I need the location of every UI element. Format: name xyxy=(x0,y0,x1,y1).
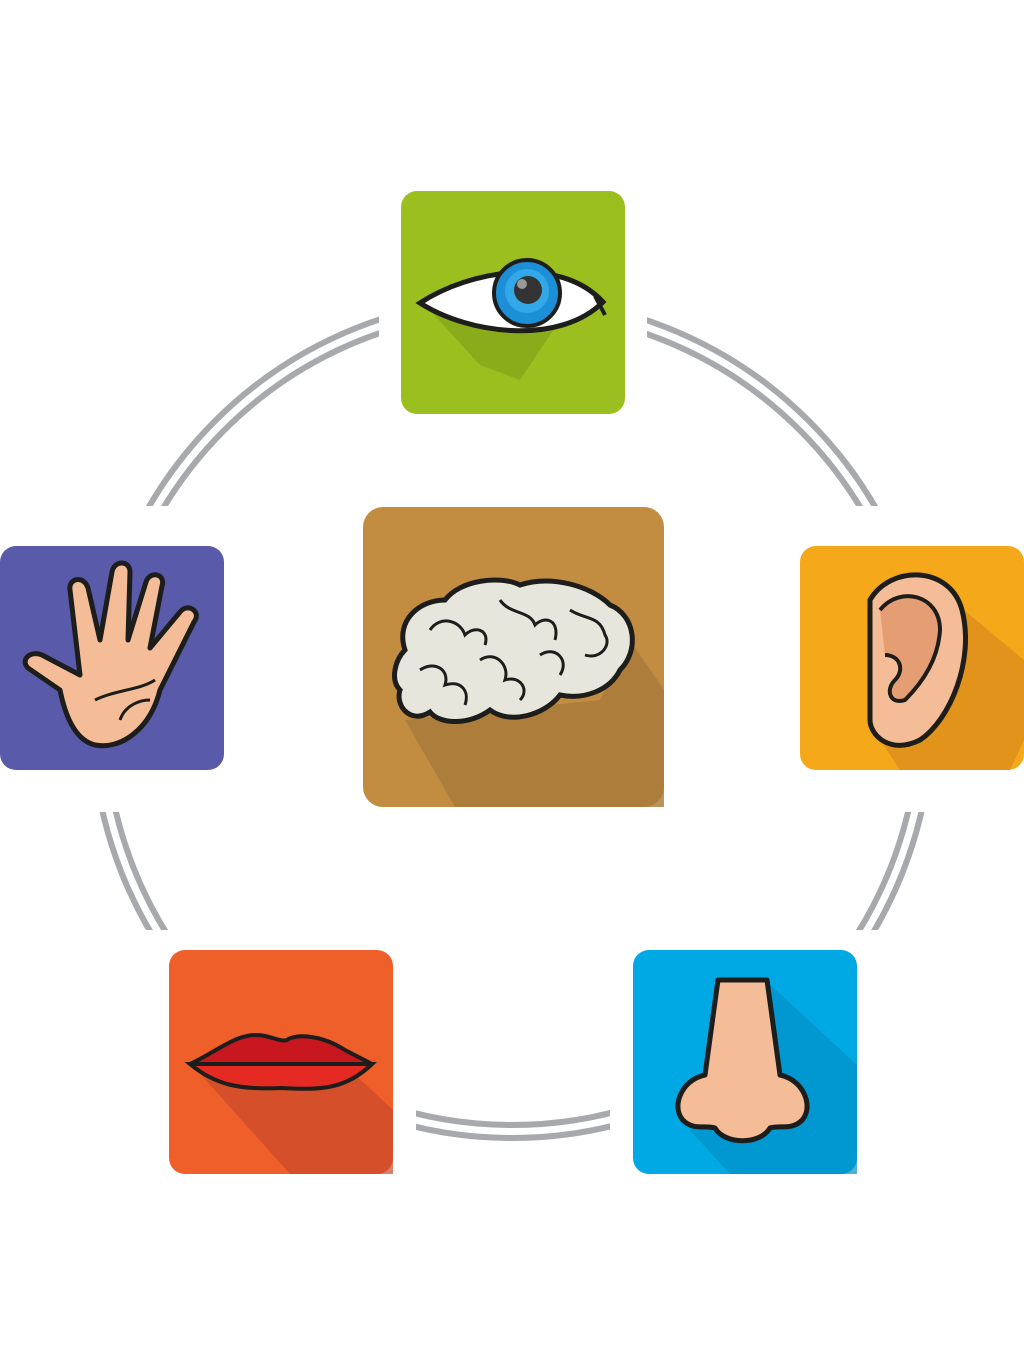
lips-icon xyxy=(184,1032,377,1091)
brain-tile xyxy=(363,507,664,807)
touch-tile xyxy=(0,546,224,770)
nose-icon xyxy=(675,977,810,1144)
eye-icon xyxy=(415,258,607,334)
hearing-tile xyxy=(800,546,1024,770)
taste-tile xyxy=(169,950,393,1174)
ear-icon xyxy=(867,572,968,748)
brain-icon xyxy=(392,577,635,724)
sight-tile xyxy=(401,191,625,414)
smell-tile xyxy=(633,950,857,1174)
hand-icon xyxy=(22,560,199,749)
